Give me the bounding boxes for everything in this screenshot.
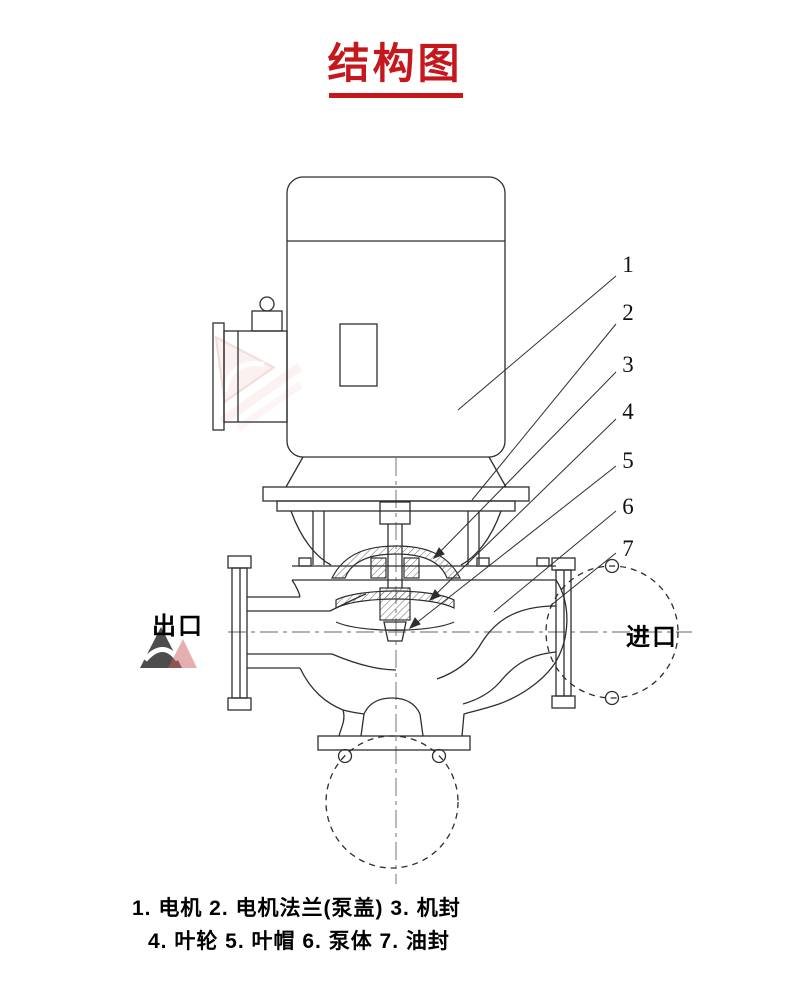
motor-terminal-box bbox=[212, 296, 288, 431]
outlet-flange bbox=[227, 555, 252, 711]
legend: 1. 电机 2. 电机法兰(泵盖) 3. 机封 4. 叶轮 5. 叶帽 6. 泵… bbox=[132, 892, 461, 958]
bottom-flange bbox=[317, 735, 471, 869]
centerlines bbox=[228, 458, 692, 884]
callout-1: 1 bbox=[622, 252, 634, 277]
page-title: 结构图 bbox=[327, 40, 463, 87]
inlet-label: 进口 bbox=[626, 624, 678, 651]
inlet-flange bbox=[545, 557, 679, 709]
legend-line-1: 1. 电机 2. 电机法兰(泵盖) 3. 机封 bbox=[132, 897, 461, 920]
pump-shaft bbox=[379, 501, 411, 642]
pump-casing bbox=[247, 557, 568, 737]
title-underline bbox=[329, 93, 463, 98]
watermark-logo-top-icon bbox=[214, 335, 303, 432]
callout-6: 6 bbox=[622, 494, 634, 519]
outlet-label: 出口 bbox=[152, 613, 204, 640]
motor-body bbox=[286, 176, 506, 458]
motor-flange bbox=[262, 456, 530, 566]
impeller bbox=[335, 587, 455, 631]
callout-7: 7 bbox=[622, 536, 634, 561]
callout-4: 4 bbox=[622, 399, 634, 424]
callout-2: 2 bbox=[622, 300, 634, 325]
pump-cover-and-seal bbox=[331, 545, 461, 579]
legend-line-2: 4. 叶轮 5. 叶帽 6. 泵体 7. 油封 bbox=[148, 930, 450, 953]
watermark-logo-outlet-icon bbox=[140, 627, 197, 668]
callout-3: 3 bbox=[622, 352, 634, 377]
callout-5: 5 bbox=[622, 448, 634, 473]
leader-lines bbox=[408, 275, 617, 629]
